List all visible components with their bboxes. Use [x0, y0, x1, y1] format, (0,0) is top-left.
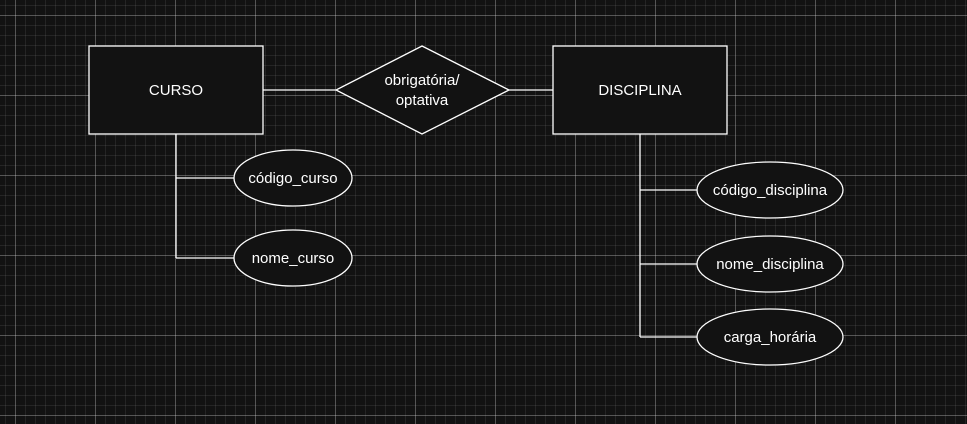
entity-curso-label: CURSO: [149, 82, 203, 99]
attribute-codigo-disciplina[interactable]: código_disciplina: [696, 161, 844, 219]
attribute-nome-curso[interactable]: nome_curso: [233, 229, 353, 287]
attribute-codigo-curso[interactable]: código_curso: [233, 149, 353, 207]
attribute-label: nome_disciplina: [716, 256, 824, 273]
attribute-carga-horaria[interactable]: carga_horária: [696, 308, 844, 366]
entity-curso[interactable]: CURSO: [88, 45, 264, 135]
relationship-label-line2: optativa: [396, 92, 449, 109]
relationship-label-line1: obrigatória/: [384, 72, 460, 89]
attribute-label: nome_curso: [252, 250, 335, 267]
attribute-label: código_disciplina: [713, 182, 828, 199]
entity-disciplina[interactable]: DISCIPLINA: [552, 45, 728, 135]
entity-disciplina-label: DISCIPLINA: [598, 82, 681, 99]
relationship-obrigatoria-optativa[interactable]: obrigatória/ optativa: [334, 45, 511, 135]
attribute-nome-disciplina[interactable]: nome_disciplina: [696, 235, 844, 293]
attribute-label: código_curso: [248, 170, 337, 187]
attribute-label: carga_horária: [724, 329, 817, 346]
